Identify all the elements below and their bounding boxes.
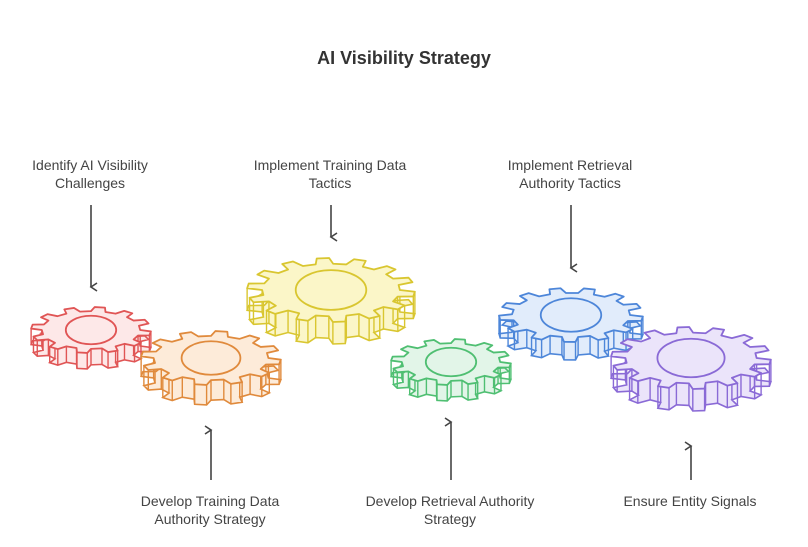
step-label-1-line1: Identify AI Visibility bbox=[32, 157, 148, 173]
gear-icon bbox=[30, 306, 152, 370]
diagram-title: AI Visibility Strategy bbox=[317, 48, 491, 68]
step-label-5-line2: Authority Tactics bbox=[519, 175, 621, 191]
step-label-5: Implement Retrieval Authority Tactics bbox=[460, 156, 680, 192]
gear-icon bbox=[246, 257, 416, 345]
step-label-2: Develop Training Data Authority Strategy bbox=[100, 492, 320, 528]
gear-hole bbox=[656, 337, 726, 379]
gear-icon bbox=[497, 287, 644, 361]
gear-hole bbox=[64, 314, 118, 346]
step-label-3-line1: Implement Training Data bbox=[253, 157, 407, 173]
step-label-4-line2: Strategy bbox=[423, 511, 477, 527]
step-label-3: Implement Training Data Tactics bbox=[220, 156, 440, 192]
step-label-4-line1: Develop Retrieval Authority bbox=[365, 493, 535, 509]
gear-hole bbox=[424, 346, 478, 378]
gear-hole bbox=[180, 340, 242, 376]
step-label-2-line1: Develop Training Data bbox=[140, 493, 280, 509]
gear-hole bbox=[539, 297, 603, 333]
gear-hole bbox=[294, 269, 368, 311]
step-label-6: Ensure Entity Signals bbox=[580, 492, 800, 510]
step-label-3-line2: Tactics bbox=[308, 175, 352, 191]
step-label-5-line1: Implement Retrieval bbox=[507, 157, 633, 173]
step-label-2-line2: Authority Strategy bbox=[154, 511, 266, 527]
gear-icon bbox=[390, 338, 512, 402]
gear-icon bbox=[610, 326, 772, 412]
step-label-1: Identify AI Visibility Challenges bbox=[0, 156, 200, 192]
step-label-1-line2: Challenges bbox=[54, 175, 126, 191]
gear-icon bbox=[140, 330, 282, 406]
step-label-4: Develop Retrieval Authority Strategy bbox=[340, 492, 560, 528]
step-label-6-line1: Ensure Entity Signals bbox=[623, 493, 757, 509]
